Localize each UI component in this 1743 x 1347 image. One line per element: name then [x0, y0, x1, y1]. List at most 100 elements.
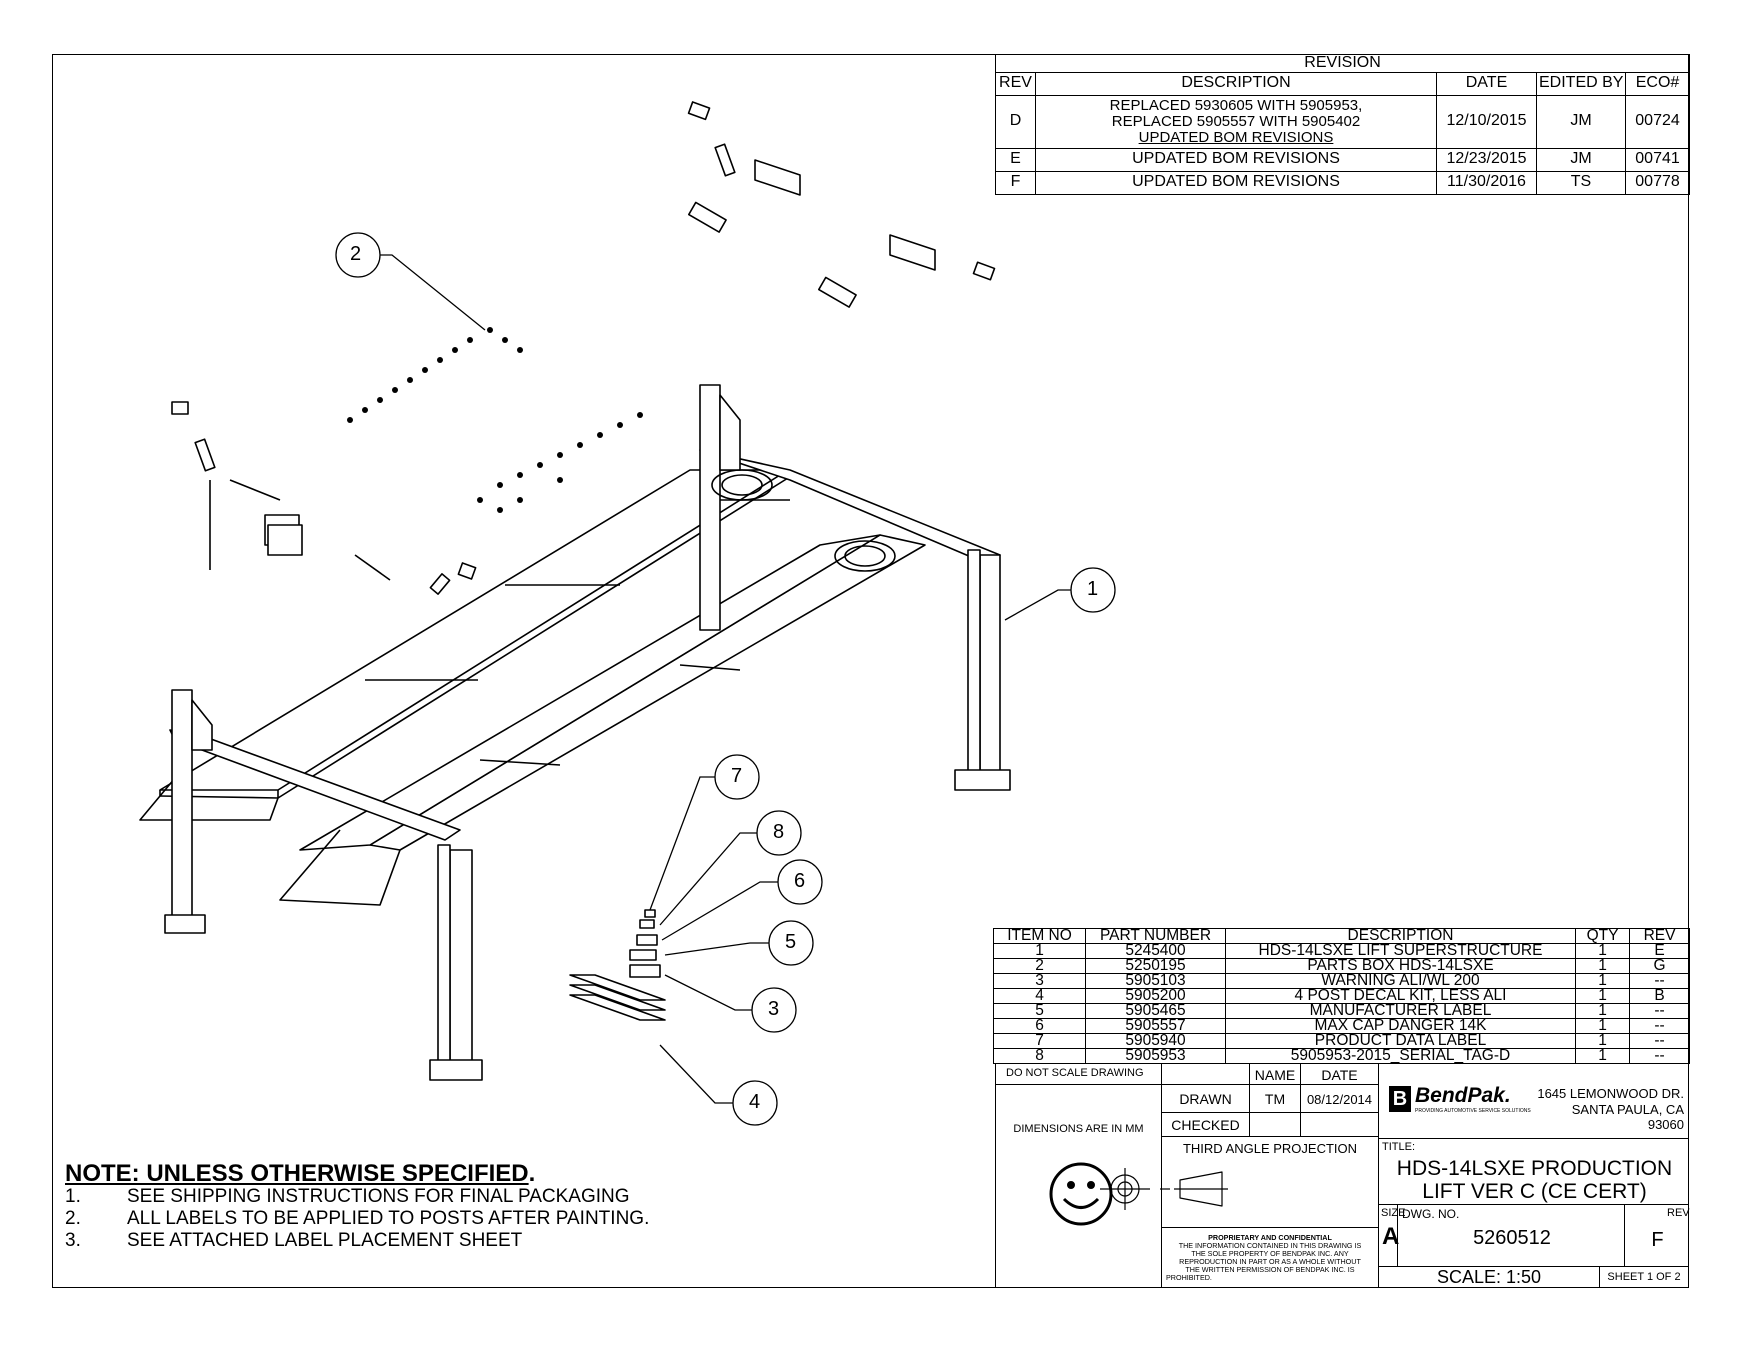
- bom-cell-item: 3: [993, 973, 1086, 989]
- logo-tagline: PROVIDING AUTOMOTIVE SERVICE SOLUTIONS: [1415, 1108, 1531, 1114]
- proprietary-line: THE SOLE PROPERTY OF BENDPAK INC. ANY: [1191, 1249, 1349, 1258]
- revision-rev: E: [995, 147, 1036, 172]
- hardware-bolts: [347, 327, 643, 513]
- note-number: 1.: [65, 1186, 81, 1207]
- bom-cell-qty: 1: [1575, 1003, 1630, 1019]
- revision-header-eco: ECO#: [1624, 71, 1691, 96]
- bom-cell-desc: 5905953-2015_SERIAL_TAG-D: [1225, 1048, 1576, 1064]
- left-runway: [139, 469, 790, 821]
- callout-6-label: 6: [794, 870, 806, 892]
- bom-cell-part: 5905557: [1085, 1018, 1226, 1034]
- tb-blank: [1161, 1063, 1250, 1085]
- revision-description: UPDATED BOM REVISIONS: [1035, 147, 1437, 172]
- tb-proprietary: PROPRIETARY AND CONFIDENTIAL THE INFORMA…: [1161, 1227, 1379, 1288]
- revision-header-rev: REV: [995, 71, 1036, 96]
- bom-cell-qty: 1: [1575, 973, 1630, 989]
- bom-cell-part: 5245400: [1085, 943, 1226, 959]
- revision-eco: 00724: [1624, 94, 1691, 149]
- bom-header-row: ITEM NO PART NUMBER DESCRIPTION QTY REV: [993, 928, 1690, 944]
- bom-cell-qty: 1: [1575, 988, 1630, 1004]
- bom-cell-item: 6: [993, 1018, 1086, 1034]
- bom-cell-rev: --: [1629, 1018, 1690, 1034]
- bom-cell-rev: B: [1629, 988, 1690, 1004]
- drawing-sheet-border: [52, 54, 1689, 1288]
- callout-1-label: 1: [1087, 578, 1099, 600]
- tb-name-header: NAME: [1249, 1063, 1301, 1085]
- address-line-1: 1645 LEMONWOOD DR.: [1537, 1086, 1684, 1101]
- turntables: [711, 469, 896, 572]
- tb-date-header: DATE: [1300, 1063, 1379, 1085]
- notes-title: NOTE: UNLESS OTHERWISE SPECIFIED.: [65, 1160, 535, 1188]
- proprietary-title: PROPRIETARY AND CONFIDENTIAL: [1208, 1233, 1332, 1242]
- drawing-title-line-1: HDS-14LSXE PRODUCTION: [1396, 1157, 1673, 1180]
- bom-cell-rev: --: [1629, 1048, 1690, 1064]
- bom-cell-desc: MANUFACTURER LABEL: [1225, 1003, 1576, 1019]
- right-runway: [279, 534, 926, 906]
- callout-2-label: 2: [350, 243, 362, 265]
- bom-cell-part: 5905200: [1085, 988, 1226, 1004]
- revision-edited-by: TS: [1536, 170, 1626, 195]
- tb-drawn-label: DRAWN: [1161, 1084, 1250, 1113]
- tb-sheet: SHEET 1 OF 2: [1599, 1266, 1689, 1288]
- tb-checked-date: [1300, 1112, 1379, 1137]
- revision-description-line: UPDATED BOM REVISIONS: [1138, 128, 1334, 146]
- do-not-scale-text: DO NOT SCALE DRAWING: [1006, 1067, 1144, 1079]
- revision-row: E UPDATED BOM REVISIONS 12/23/2015 JM 00…: [995, 147, 1691, 172]
- bom-cell-qty: 1: [1575, 1048, 1630, 1064]
- address-line-2: SANTA PAULA, CA 93060: [1571, 1102, 1684, 1132]
- callout-4-label: 4: [749, 1091, 761, 1113]
- parts-box-items: [171, 101, 996, 595]
- revision-row: F UPDATED BOM REVISIONS 11/30/2016 TS 00…: [995, 170, 1691, 195]
- callouts: [335, 232, 1116, 1126]
- bom-cell-desc: 4 POST DECAL KIT, LESS ALI: [1225, 988, 1576, 1004]
- note-item: 2. ALL LABELS TO BE APPLIED TO POSTS AFTE…: [65, 1208, 649, 1230]
- proprietary-line: THE WRITTEN PERMISSION OF BENDPAK INC. I…: [1185, 1265, 1355, 1274]
- revision-description: UPDATED BOM REVISIONS: [1035, 170, 1437, 195]
- revision-edited-by: JM: [1536, 94, 1626, 149]
- bom-header-item: ITEM NO: [993, 928, 1086, 944]
- revision-description: REPLACED 5930605 WITH 5905953, REPLACED …: [1035, 94, 1437, 149]
- tb-dwg-no: DWG. NO. 5260512: [1397, 1204, 1625, 1267]
- bom-cell-desc: MAX CAP DANGER 14K: [1225, 1018, 1576, 1034]
- size-value: A: [1382, 1223, 1400, 1250]
- revision-rev: F: [995, 170, 1036, 195]
- note-number: 3.: [65, 1230, 81, 1251]
- bom-cell-desc: HDS-14LSXE LIFT SUPERSTRUCTURE: [1225, 943, 1576, 959]
- drawing-title-line-2: LIFT VER C (CE CERT): [1422, 1180, 1647, 1203]
- bom-cell-part: 5905465: [1085, 1003, 1226, 1019]
- bom-cell-item: 1: [993, 943, 1086, 959]
- note-text: ALL LABELS TO BE APPLIED TO POSTS AFTER …: [127, 1208, 650, 1229]
- tb-drawn-name: TM: [1249, 1084, 1301, 1113]
- bom-header-part: PART NUMBER: [1085, 928, 1226, 944]
- proprietary-line: THE INFORMATION CONTAINED IN THIS DRAWIN…: [1178, 1241, 1362, 1250]
- revision-eco: 00741: [1624, 147, 1691, 172]
- note-item: 1. SEE SHIPPING INSTRUCTIONS FOR FINAL PA…: [65, 1186, 630, 1208]
- bom-cell-rev: --: [1629, 1003, 1690, 1019]
- tb-drawn-date: 08/12/2014: [1300, 1084, 1379, 1113]
- bom-cell-part: 5905103: [1085, 973, 1226, 989]
- bill-of-materials-table: ITEM NO PART NUMBER DESCRIPTION QTY REV …: [993, 928, 1690, 1064]
- bom-header-description: DESCRIPTION: [1225, 928, 1576, 944]
- tb-do-not-scale: DO NOT SCALE DRAWING: [995, 1063, 1162, 1085]
- bom-cell-part: 5905940: [1085, 1033, 1226, 1049]
- note-text: SEE SHIPPING INSTRUCTIONS FOR FINAL PACK…: [127, 1186, 630, 1207]
- title-label: TITLE:: [1382, 1141, 1416, 1153]
- bom-cell-qty: 1: [1575, 943, 1630, 959]
- dimensions-text: DIMENSIONS ARE IN MM: [1013, 1123, 1144, 1135]
- revision-eco: 00778: [1624, 170, 1691, 195]
- tb-dimensions: DIMENSIONS ARE IN MM: [995, 1084, 1162, 1288]
- label-stack: [569, 909, 666, 1021]
- note-number: 2.: [65, 1208, 81, 1229]
- bom-cell-part: 5905953: [1085, 1048, 1226, 1064]
- bom-cell-desc: WARNING ALI/WL 200: [1225, 973, 1576, 989]
- posts: [164, 384, 1011, 1081]
- revision-row: D REPLACED 5930605 WITH 5905953, REPLACE…: [995, 94, 1691, 149]
- bom-cell-item: 5: [993, 1003, 1086, 1019]
